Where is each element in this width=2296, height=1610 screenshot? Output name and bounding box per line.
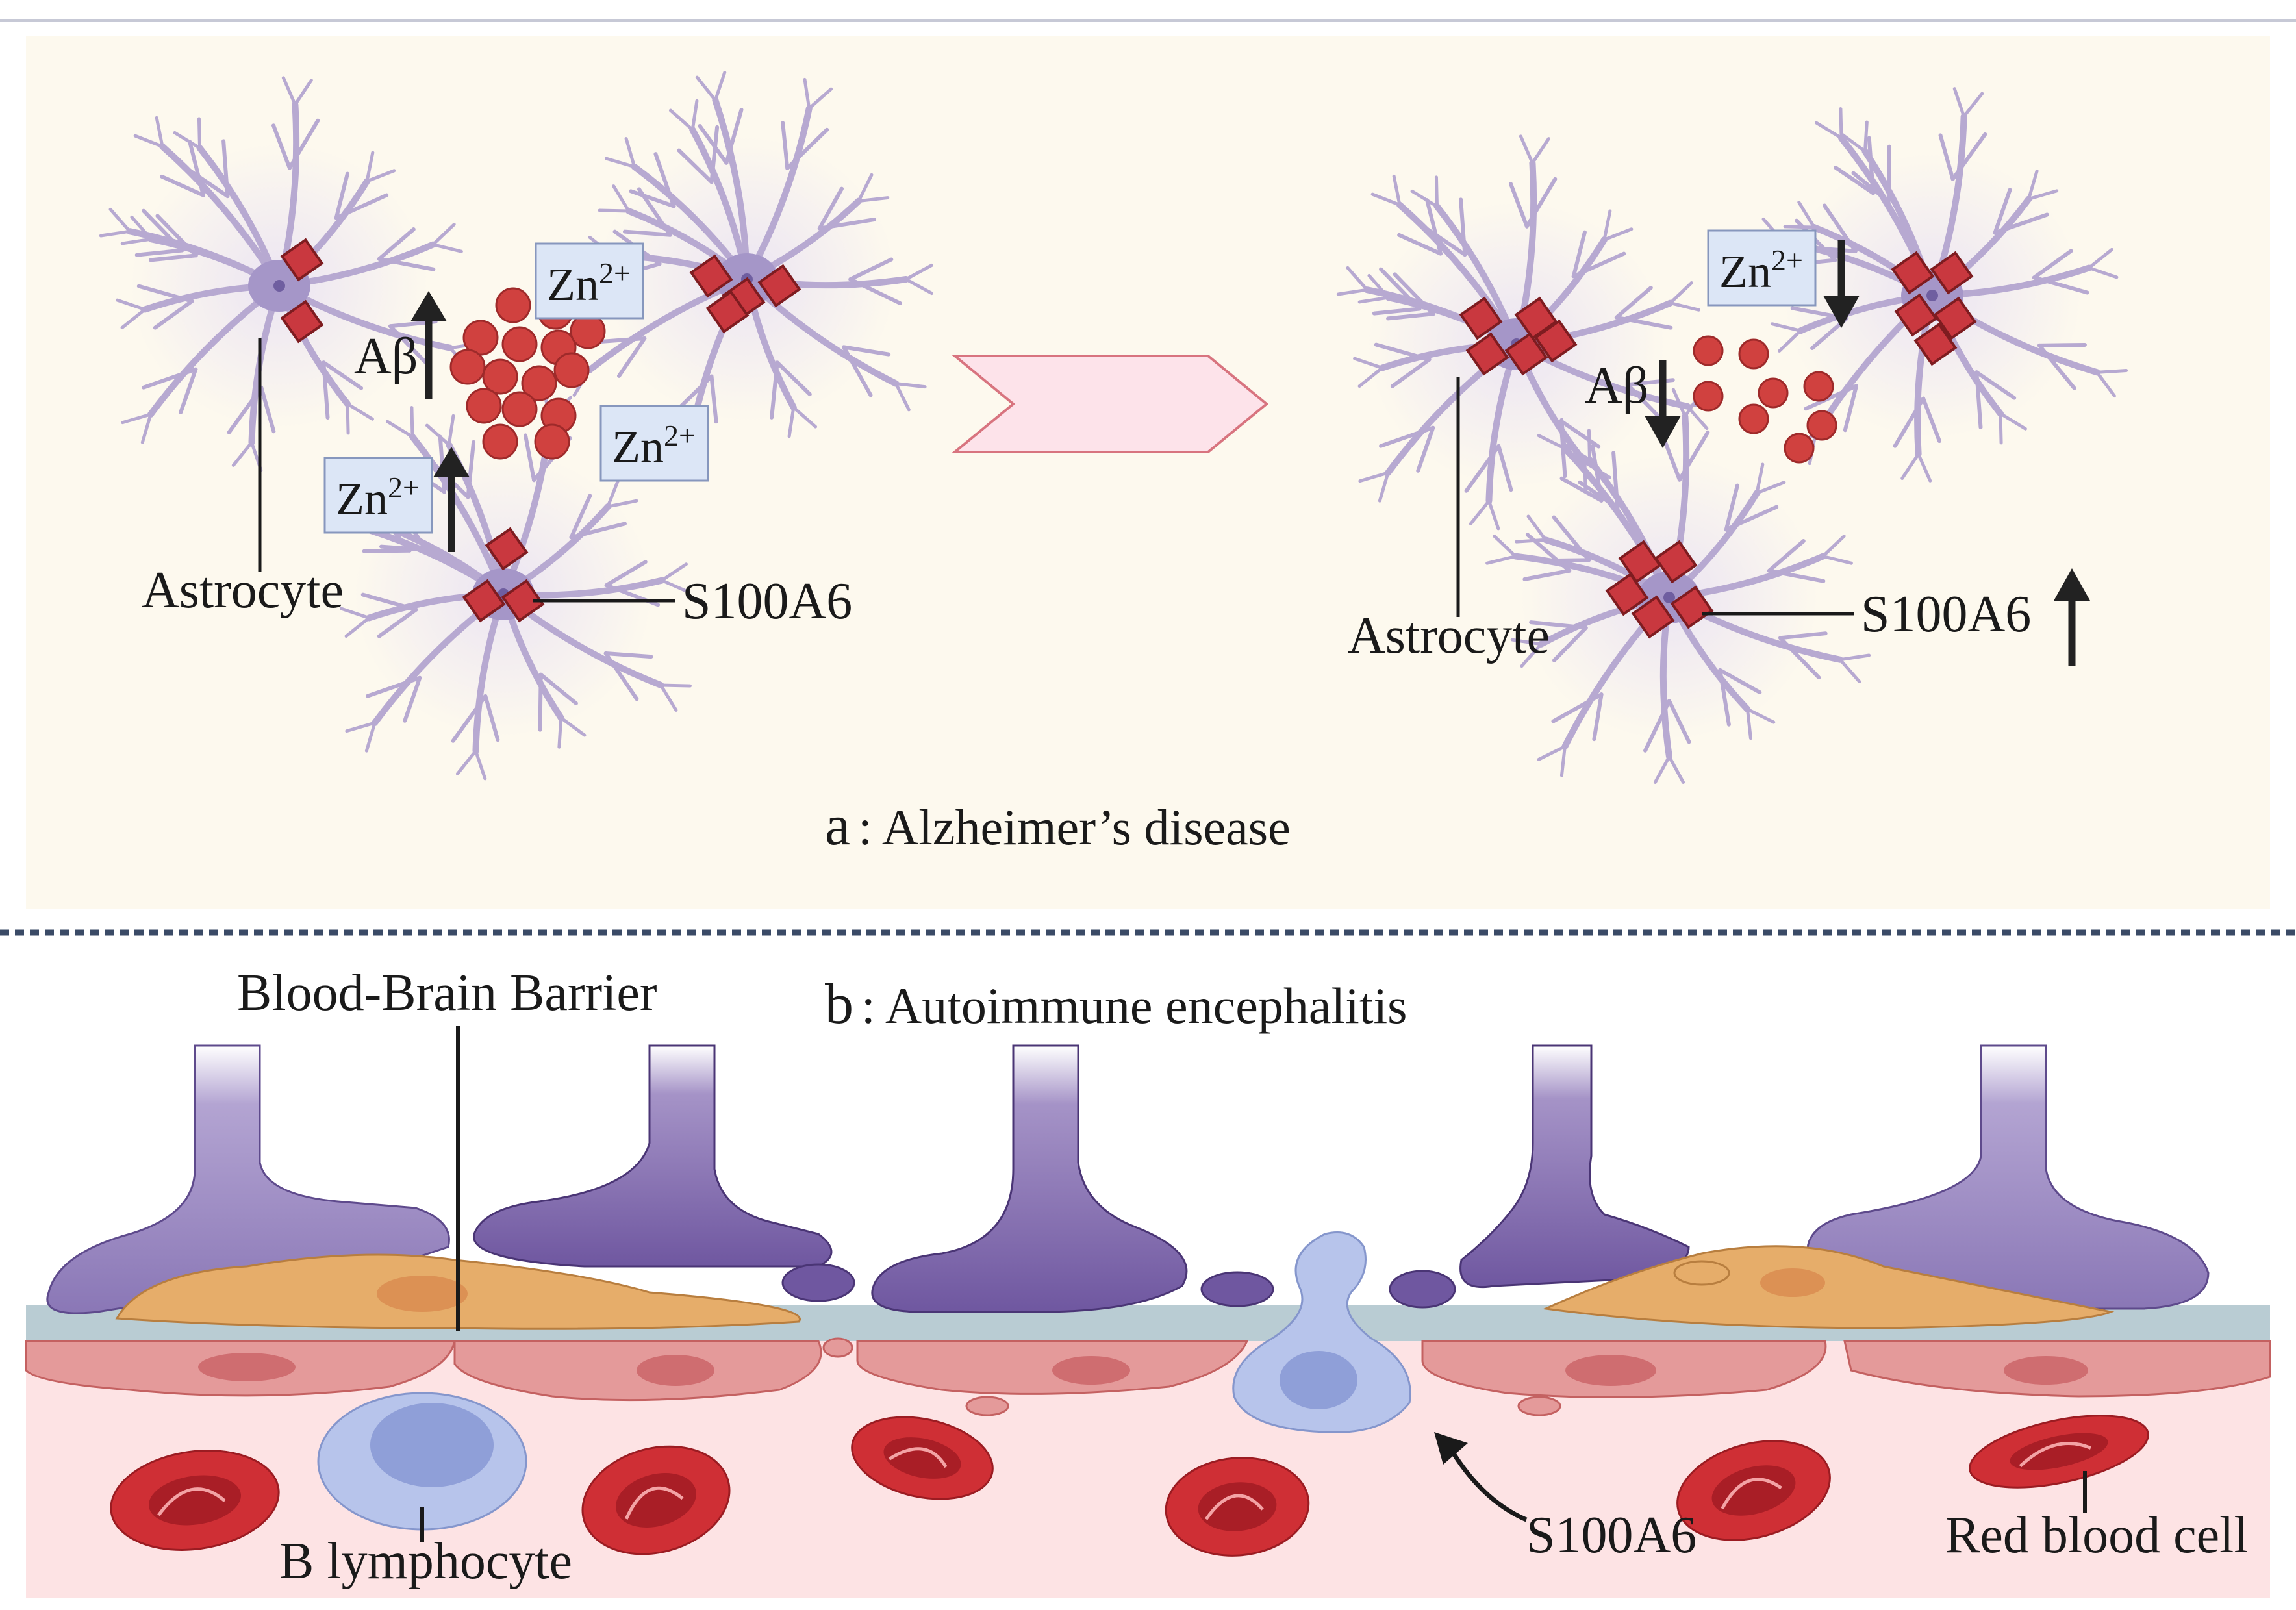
svg-text:Zn2+: Zn2+ [547, 257, 631, 310]
left-scene: Astrocyte S100A6 Aβ Zn2+ Zn2+ Zn2+ [142, 242, 852, 630]
s100a6-up-arrow-right [2054, 568, 2090, 666]
svg-text:Zn2+: Zn2+ [1719, 244, 1803, 297]
panel-a-title: a: Alzheimer’s disease [825, 794, 1291, 857]
b-lymphocyte-label: B lymphocyte [279, 1533, 572, 1590]
zn-box-left-top: Zn2+ [535, 242, 644, 320]
panel-b-title: b: Autoimmune encephalitis [825, 973, 1407, 1036]
endfoot-4 [1459, 1044, 1690, 1289]
abeta-label-right: Aβ [1585, 357, 1648, 414]
amyloid-beta-cluster-right [1693, 335, 1837, 464]
chevron-arrow-icon [951, 355, 1269, 453]
abeta-down-arrow-right [1645, 360, 1681, 448]
endfoot-3 [871, 1044, 1188, 1313]
amyloid-beta-cluster-left [449, 287, 606, 460]
astrocyte-label-left: Astrocyte [142, 562, 344, 619]
abeta-up-arrow-left [410, 291, 447, 399]
astrocyte-endfeet [46, 1044, 2210, 1314]
zn-down-arrow-right [1823, 240, 1860, 328]
s100a6-pointer-b [1446, 1444, 1528, 1522]
s100a6-label-b: S100A6 [1526, 1507, 1697, 1564]
astrocyte-group [99, 71, 2128, 784]
endothelial-cells [25, 1337, 2271, 1416]
svg-text:Zn2+: Zn2+ [612, 419, 696, 473]
zn-up-arrow-left [433, 447, 470, 552]
red-blood-cells [110, 1415, 2149, 1557]
astrocyte-label-right: Astrocyte [1348, 607, 1550, 664]
s100a6-markers [280, 238, 1977, 639]
zn-box-left-bottom: Zn2+ [323, 457, 433, 534]
zn-box-left-right: Zn2+ [599, 405, 709, 482]
svg-text:Zn2+: Zn2+ [336, 471, 420, 525]
right-scene: Astrocyte S100A6 Aβ Zn2+ [1348, 229, 2090, 666]
endfoot-2 [473, 1044, 833, 1268]
transmigrating-lymphocyte [1232, 1231, 1411, 1433]
rbc-label: Red blood cell [1945, 1507, 2249, 1564]
s100a6-label-right: S100A6 [1861, 586, 2031, 643]
abeta-label-left: Aβ [354, 328, 418, 385]
astrocyte-1 [99, 76, 481, 472]
endothelial-cell-3 [856, 1340, 1249, 1395]
s100a6-label-left: S100A6 [682, 573, 852, 630]
zn-box-right: Zn2+ [1707, 229, 1817, 307]
bbb-label: Blood-Brain Barrier [237, 964, 657, 1022]
